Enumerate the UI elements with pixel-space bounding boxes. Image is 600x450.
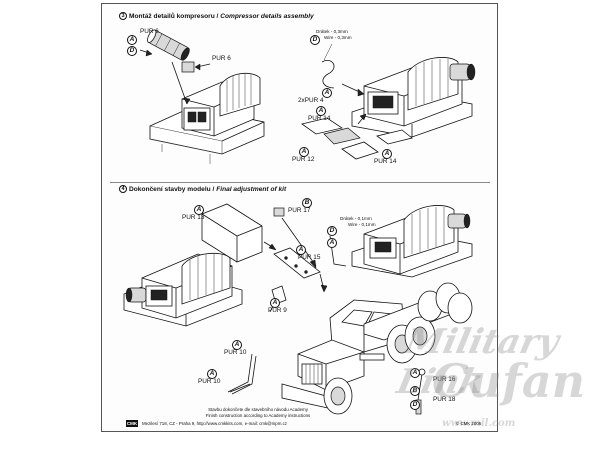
label-pur14-top: PUR 14 [308, 115, 331, 122]
badge-a-pur14b: A [382, 149, 392, 159]
wire-label-en-4: Wire - 0,1mm [348, 222, 376, 227]
badge-a-pur16: A [410, 368, 420, 378]
section-divider [110, 182, 490, 183]
footer-line1: Stavbu dokončete dle stavebního návodu A… [208, 407, 308, 412]
watermark-line3: www.mil.com [442, 418, 516, 429]
final-assembly-drawing [123, 203, 473, 415]
section-4-title-en: Final adjustment of kit [216, 185, 287, 193]
label-pur14-bottom: PUR 14 [374, 158, 397, 165]
badge-d-pur18: D [410, 400, 420, 410]
footer-line2: Finish construction according to Academy… [205, 413, 311, 418]
label-pur10-lower: PUR 10 [198, 378, 221, 385]
label-pur6-side: PUR 6 [212, 55, 231, 62]
section-3-title-cz: Montáž detailů kompresoru / [129, 12, 219, 20]
wire-label-en-3: Wire - 0,3mm [324, 35, 352, 40]
badge-a-pur4: A [322, 88, 332, 98]
cmk-logo: CMK [126, 420, 138, 427]
label-pur9: PUR 9 [268, 307, 287, 314]
label-pur18: PUR 18 [433, 396, 456, 403]
section-4-number: 4 [119, 185, 127, 193]
badge-a-pur10-lower: A [207, 369, 217, 379]
section-3-title-en: Compressor details assembly [220, 12, 314, 20]
badge-a-pur10-upper: A [232, 340, 242, 350]
label-pur6-top: PUR 6 [140, 28, 159, 35]
badge-b-pur17: B [302, 198, 312, 208]
badge-a-pur15: A [296, 245, 306, 255]
label-pur17: PUR 17 [288, 207, 311, 214]
badge-a-pur14: A [316, 106, 326, 116]
compressor-left-drawing [139, 29, 265, 164]
badge-d-left: D [127, 46, 137, 56]
wire-label-cz-4: Drátek - 0,1mm [340, 216, 372, 221]
section-3-number: 3 [119, 12, 127, 20]
badge-a-pur13: A [194, 205, 204, 215]
label-pur12: PUR 12 [292, 156, 315, 163]
badge-b-pur18: B [410, 386, 420, 396]
footer-copyright: © CMK 2006 [456, 421, 482, 426]
badge-a-left: A [127, 35, 137, 45]
label-2xpur4: 2xPUR 4 [298, 97, 324, 104]
label-pur16: PUR 16 [433, 376, 456, 383]
section-4-title-cz: Dokončení stavby modelu / [129, 185, 215, 193]
label-pur10-upper: PUR 10 [224, 349, 247, 356]
footer-address: Mezilesí 718, CZ - Praha 9, http://www.c… [142, 421, 287, 426]
badge-d-right-3: D [310, 35, 320, 45]
wire-label-cz-3: Drátek - 0,3mm [316, 29, 348, 34]
badge-a-pur9: A [270, 298, 280, 308]
compressor-right-drawing [301, 43, 476, 160]
label-pur13: PUR 13 [182, 214, 205, 221]
badge-a-section4: A [327, 238, 337, 248]
watermark-line2: Cufan [432, 354, 586, 408]
label-pur15: PUR 15 [298, 254, 321, 261]
badge-d-section4: D [327, 226, 337, 236]
badge-a-pur12: A [299, 147, 309, 157]
